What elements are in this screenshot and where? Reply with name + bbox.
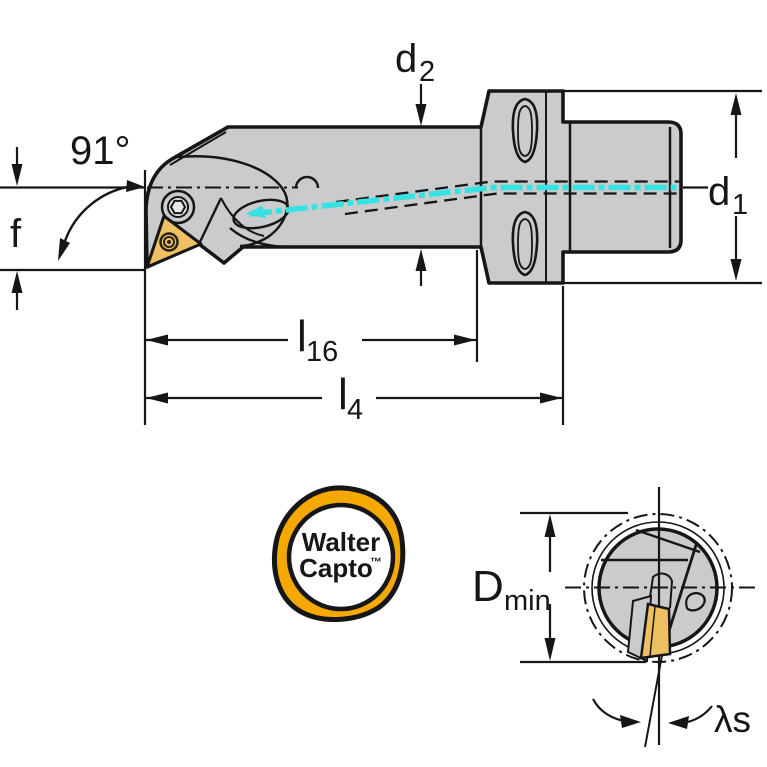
angle-label: 91° xyxy=(70,129,131,173)
arrow-down-icon xyxy=(544,638,556,661)
dimension-l16: l 16 xyxy=(143,170,479,425)
dmin-label: D xyxy=(472,562,504,611)
detail-view: D min xyxy=(472,487,757,748)
l16-sub: 16 xyxy=(306,336,338,368)
section-chamfer xyxy=(635,528,701,554)
dimension-lambda-s: λs xyxy=(592,698,751,740)
section-insert xyxy=(626,572,706,663)
coolant-port-bump xyxy=(294,175,320,189)
tool-body xyxy=(144,89,683,285)
coolant-flow-line xyxy=(249,184,678,217)
logo-inner-circle xyxy=(286,502,396,612)
logo-capto: Capto xyxy=(299,553,373,583)
pocket-front-edge xyxy=(197,197,223,245)
arrow-right-icon xyxy=(454,334,476,346)
angle-arc xyxy=(63,184,134,242)
coolant-centerlines xyxy=(147,180,681,219)
insert-face-line xyxy=(649,606,656,657)
arrow-down-icon xyxy=(11,164,23,186)
d2-sub: 2 xyxy=(419,56,435,88)
capto-logo: Walter Capto ™ xyxy=(271,485,406,622)
arrow-down-icon xyxy=(730,259,742,281)
insert-top-edge xyxy=(649,572,674,609)
insert-screw-dot xyxy=(167,240,171,244)
flange-slot-top xyxy=(511,97,539,164)
head-chamfer-edge xyxy=(169,131,227,166)
d1-label: d xyxy=(708,170,730,214)
coolant-bore-lower xyxy=(344,192,681,216)
insert-face xyxy=(639,602,672,660)
logo-walter: Walter xyxy=(302,527,381,557)
arrow-down-icon xyxy=(415,104,427,126)
arrow-left-icon xyxy=(146,392,168,404)
cutting-insert xyxy=(145,214,203,269)
insert-screw-inner xyxy=(163,236,175,248)
hex-socket-icon xyxy=(169,199,187,215)
dimension-f: f xyxy=(0,147,145,310)
d1-sub: 1 xyxy=(732,189,748,221)
arrow-right-icon xyxy=(540,392,562,404)
bore-section xyxy=(565,487,757,748)
lambda-label: λs xyxy=(714,699,751,740)
pocket-bottom-curve xyxy=(229,227,293,249)
arc-arrowhead-left-icon xyxy=(668,716,689,729)
d2-label: d xyxy=(395,37,417,81)
l4-label: l xyxy=(338,370,348,419)
dimension-angle-91: 91° xyxy=(58,129,145,261)
arrow-up-icon xyxy=(544,514,556,537)
dimension-l4: l 4 xyxy=(145,286,565,426)
logo-tm: ™ xyxy=(370,555,382,569)
arc-arrowhead-down-icon xyxy=(58,238,70,261)
tool-body-outline xyxy=(144,89,683,285)
dimension-dmin: D min xyxy=(472,511,646,664)
clamp-tip xyxy=(685,592,706,612)
arrow-up-icon xyxy=(415,249,427,271)
dimension-d1: d 1 xyxy=(563,89,762,285)
clamp-screw xyxy=(160,189,196,225)
flange-slot-bottom xyxy=(511,210,539,277)
main-view: f 91° l 16 l 4 xyxy=(0,37,762,426)
arc-arrowhead-right-icon xyxy=(126,180,145,192)
f-label: f xyxy=(10,212,22,256)
dimension-d2: d 2 xyxy=(395,37,435,286)
l4-sub: 4 xyxy=(347,394,363,426)
arc-arrowhead-right-icon xyxy=(620,715,641,728)
arrow-left-icon xyxy=(146,334,168,346)
arrow-up-icon xyxy=(730,93,742,115)
insert-screw-ring xyxy=(159,232,179,252)
dmin-sub: min xyxy=(504,585,551,617)
clamp-finger-edge xyxy=(220,197,265,237)
l16-label: l xyxy=(297,312,307,361)
arrow-up-icon xyxy=(11,271,23,293)
coolant-arrowhead-icon xyxy=(246,205,266,219)
coolant-bore-upper xyxy=(335,180,681,204)
